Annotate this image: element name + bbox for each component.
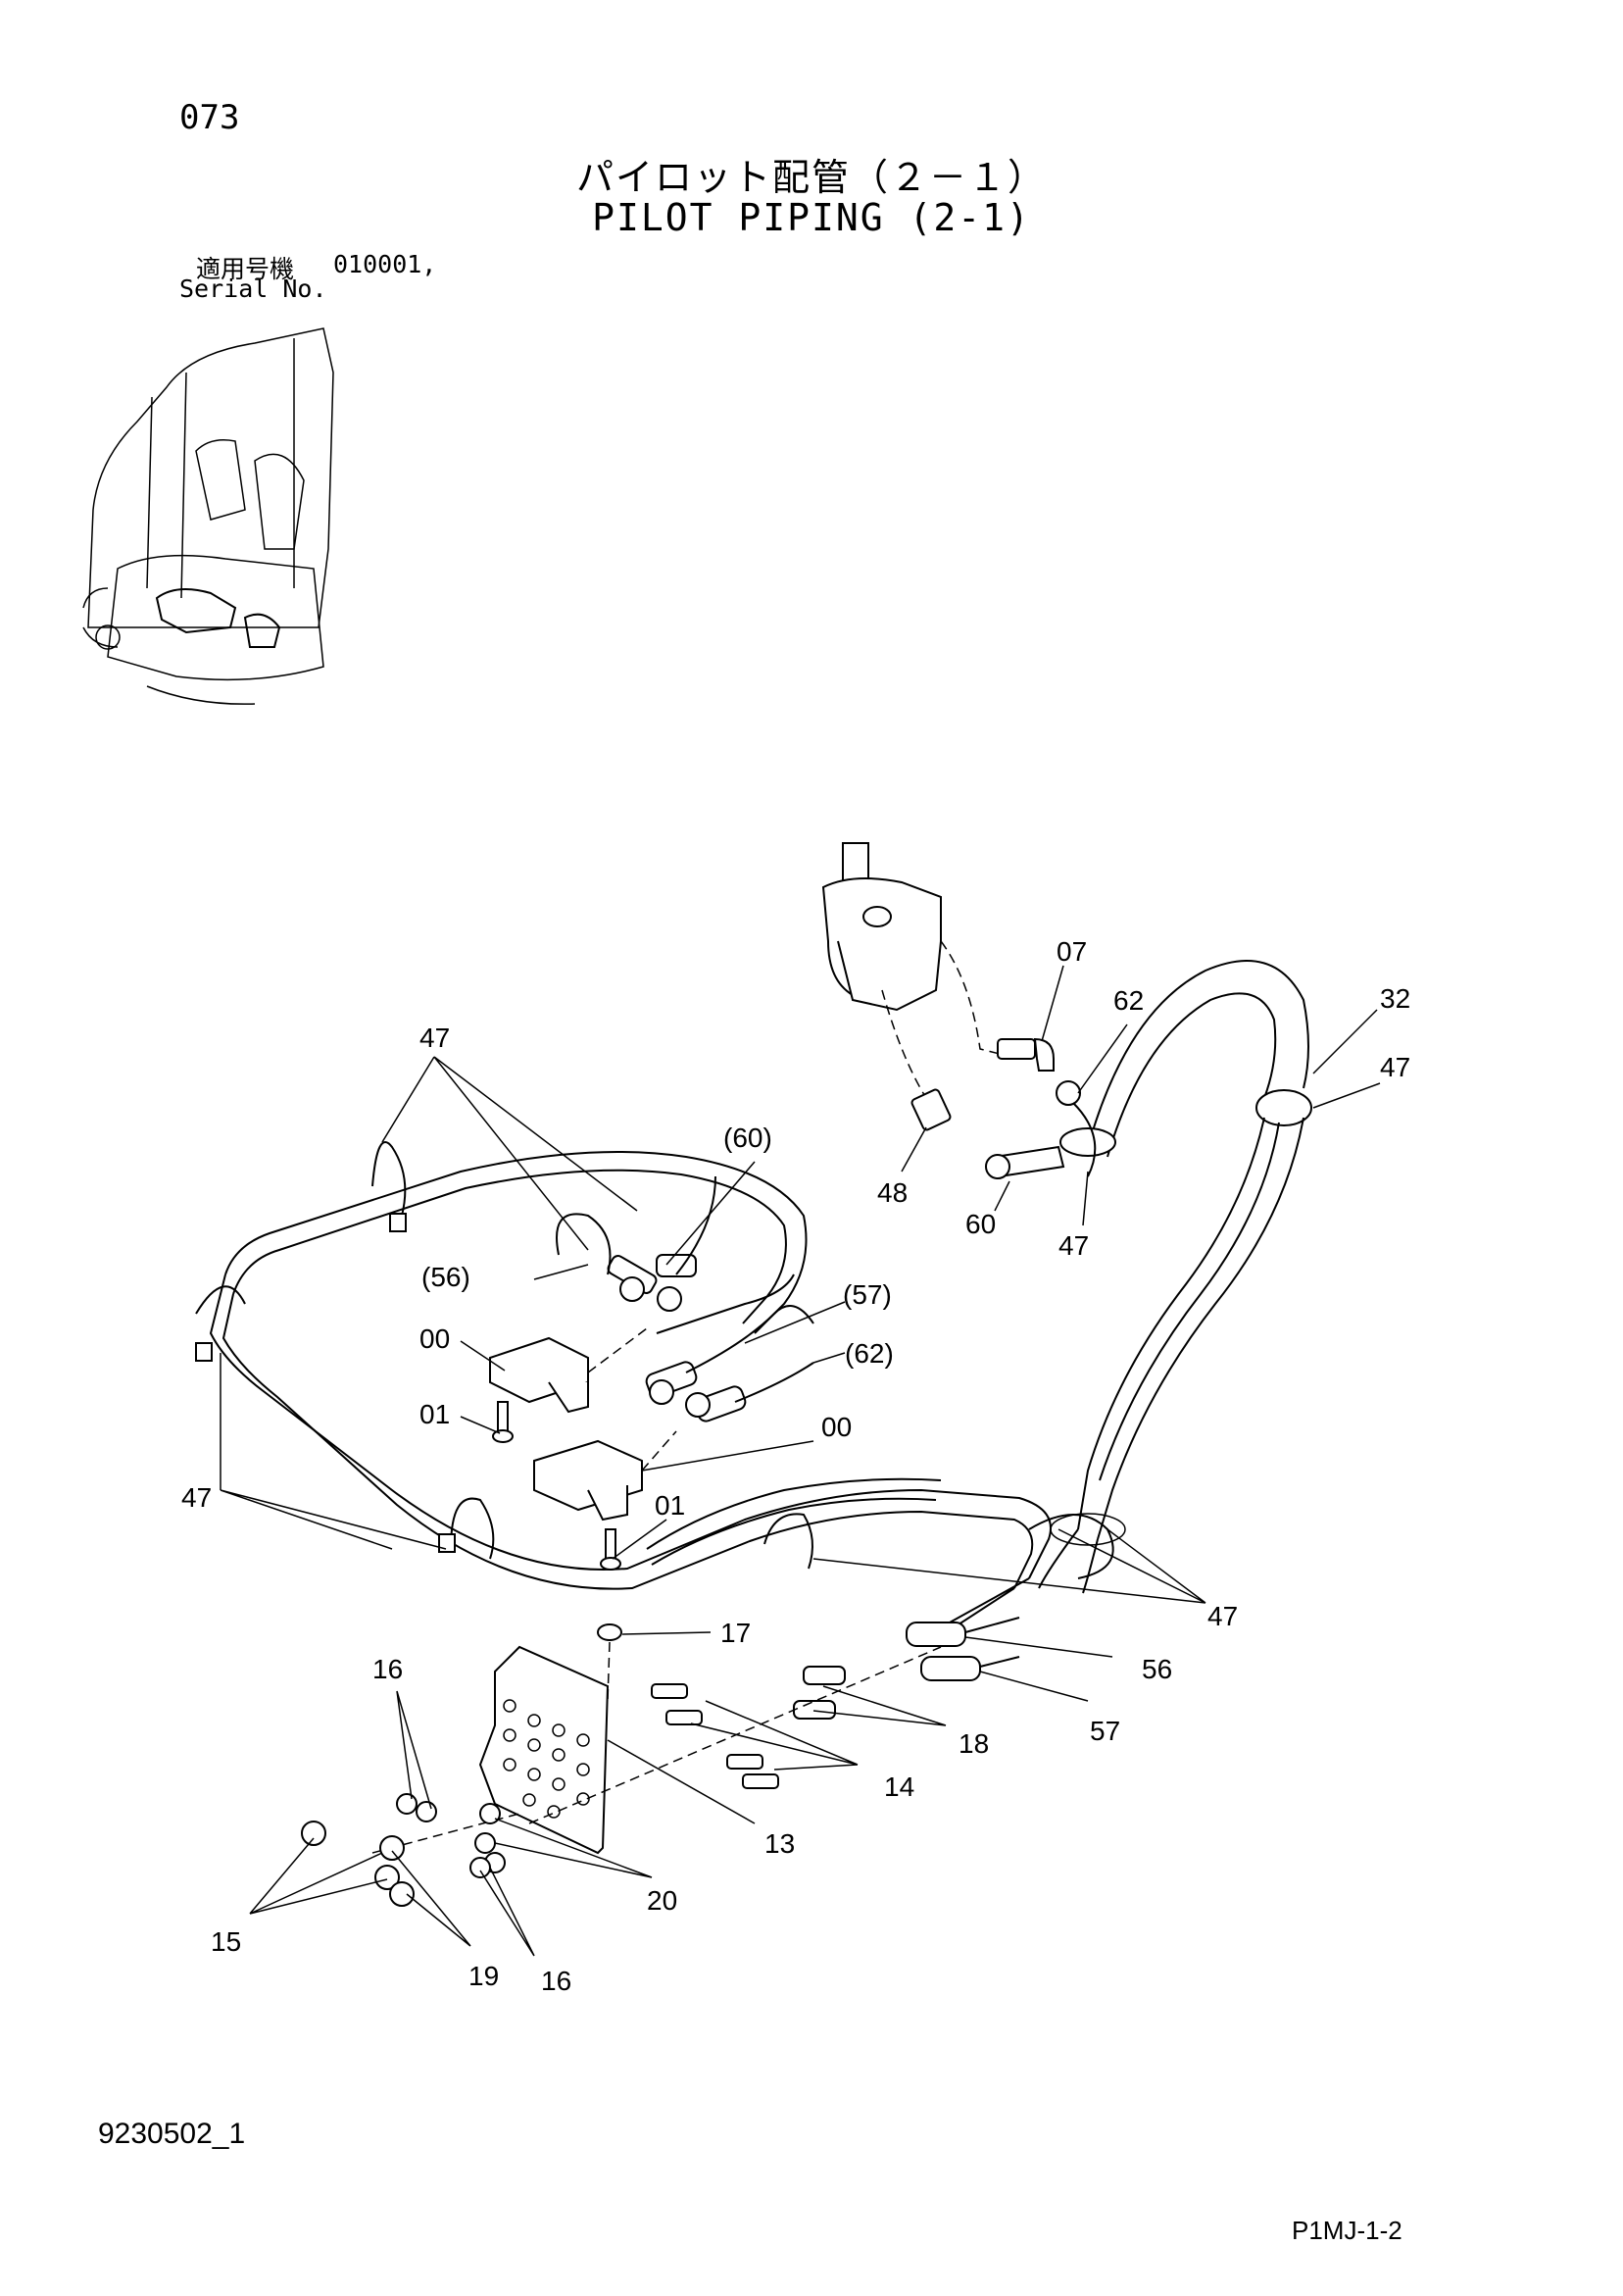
callout-62-ref: (62): [845, 1338, 894, 1369]
callout-47-clamp: 47: [1058, 1230, 1089, 1261]
callout-14: 14: [884, 1772, 914, 1802]
title-japanese: パイロット配管（２－１）: [575, 156, 1047, 199]
hose-connections-center: [607, 1175, 814, 1423]
title-english: PILOT PIPING (2-1): [592, 196, 1031, 239]
serial-label-english: Serial No.: [179, 275, 327, 303]
page-number: 073: [179, 98, 240, 137]
callout-57-ref: (57): [843, 1279, 892, 1310]
callout-00-b: 00: [821, 1412, 852, 1442]
serial-label-japanese: 適用号機: [196, 255, 295, 283]
callout-47-lower: 47: [1207, 1601, 1238, 1631]
quick-couplers: [906, 1617, 1020, 1681]
callout-57: 57: [1090, 1716, 1120, 1746]
callout-56: 56: [1142, 1654, 1172, 1684]
callout-01-b: 01: [655, 1490, 685, 1521]
hose-bundle-32: [1038, 960, 1312, 1594]
callout-62: 62: [1113, 985, 1144, 1016]
callout-48: 48: [877, 1177, 908, 1208]
leader-lines: [220, 965, 1381, 1957]
callout-60: 60: [965, 1209, 996, 1239]
callout-labels: 47 (60) (56) (57) (62) 00 01 00 01 47 07…: [181, 936, 1410, 1996]
cab-location-thumbnail: [82, 327, 334, 705]
hose-loop: [209, 1151, 1052, 1640]
pressure-sensors: [489, 1327, 677, 1571]
callout-13: 13: [764, 1828, 795, 1859]
callout-20: 20: [647, 1885, 677, 1916]
bulkhead-plate-13: [478, 1623, 622, 1855]
callout-47-top: 47: [419, 1023, 450, 1053]
callout-32: 32: [1380, 983, 1410, 1014]
nuts-washers: [301, 1793, 506, 1907]
callout-07: 07: [1057, 936, 1087, 967]
callout-19: 19: [468, 1961, 499, 1991]
callout-47-left: 47: [181, 1482, 212, 1513]
callout-47-right: 47: [1380, 1052, 1410, 1082]
serial-value: 010001,: [333, 250, 437, 278]
callout-16-a: 16: [372, 1654, 403, 1684]
sheet-code: P1MJ-1-2: [1292, 2216, 1402, 2245]
callout-15: 15: [211, 1926, 241, 1957]
callout-17: 17: [720, 1618, 751, 1648]
callout-60-ref: (60): [723, 1123, 772, 1153]
callout-56-ref: (56): [421, 1262, 470, 1292]
adapter-fittings: [371, 1646, 942, 1854]
pilot-valve: [821, 842, 1001, 1099]
callout-16-b: 16: [541, 1966, 571, 1996]
document-code: 9230502_1: [98, 2118, 246, 2150]
fittings-upper-right: [910, 1037, 1097, 1179]
callout-18: 18: [959, 1728, 989, 1759]
callout-00-a: 00: [419, 1323, 450, 1354]
callout-01-a: 01: [419, 1399, 450, 1429]
